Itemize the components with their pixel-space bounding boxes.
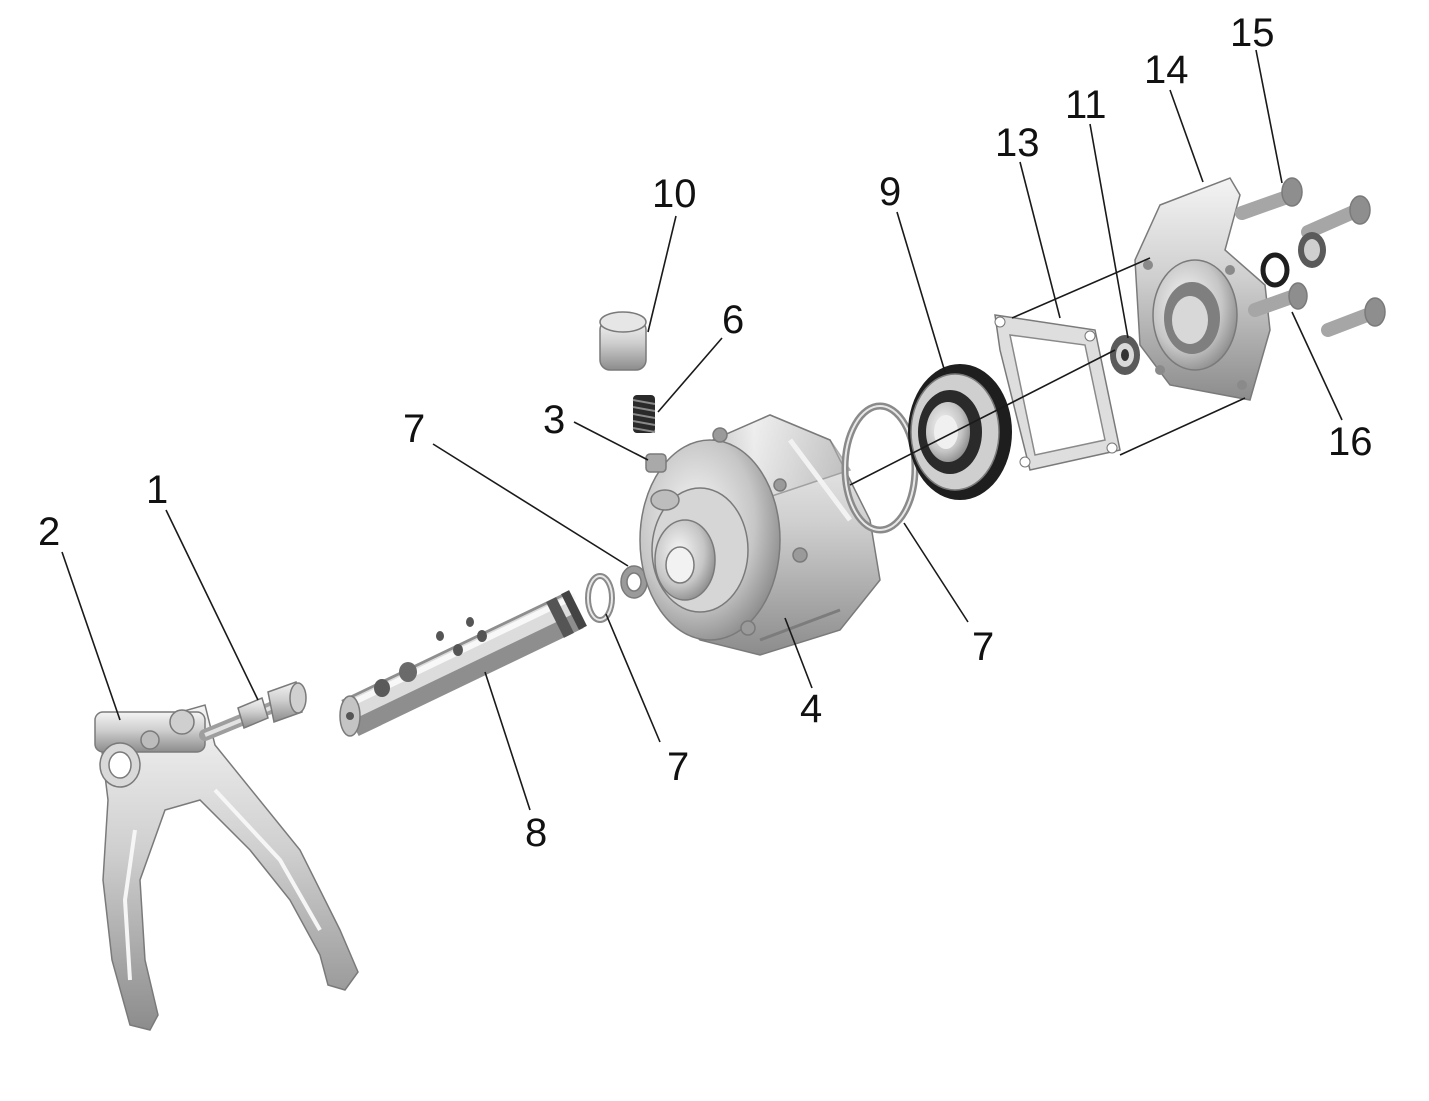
callout-13: 13 xyxy=(995,121,1040,165)
callout-9: 9 xyxy=(879,170,901,214)
leader-9 xyxy=(896,211,946,373)
leader-7c xyxy=(903,522,969,623)
leader-13 xyxy=(1019,161,1061,319)
detent-pin xyxy=(645,453,667,473)
callout-14: 14 xyxy=(1144,48,1189,92)
callout-labels: 1 2 3 4 6 7 7 7 8 9 10 11 13 14 15 16 xyxy=(38,11,1373,855)
o-ring-large xyxy=(841,402,919,534)
housing xyxy=(639,414,881,656)
spring xyxy=(632,395,656,433)
leader-7a xyxy=(432,443,629,567)
o-ring-cover xyxy=(1260,252,1290,288)
shift-rod xyxy=(339,590,587,737)
callout-7c: 7 xyxy=(972,625,994,669)
callout-7a: 7 xyxy=(403,407,425,451)
o-ring-small xyxy=(585,565,648,623)
callout-6: 6 xyxy=(722,298,744,342)
plug-cap xyxy=(599,311,647,371)
leader-14 xyxy=(1169,89,1204,183)
small-bearing xyxy=(1110,335,1140,375)
leader-3 xyxy=(573,421,649,461)
callout-2: 2 xyxy=(38,510,60,554)
gasket xyxy=(994,314,1121,471)
axis-line-lower xyxy=(1119,397,1246,456)
leader-6 xyxy=(657,337,723,413)
leader-7b xyxy=(605,613,661,743)
callout-15: 15 xyxy=(1230,11,1275,55)
shift-fork xyxy=(94,704,359,1031)
leader-lines xyxy=(61,49,1343,811)
callout-4: 4 xyxy=(800,687,822,731)
leader-10 xyxy=(647,215,677,333)
flange-bolts xyxy=(1235,177,1386,337)
callout-11: 11 xyxy=(1065,83,1107,127)
callout-1: 1 xyxy=(146,468,168,512)
washer-stack xyxy=(1298,232,1326,268)
callout-7b: 7 xyxy=(667,745,689,789)
leader-2 xyxy=(61,551,121,721)
callout-8: 8 xyxy=(525,811,547,855)
leader-4 xyxy=(784,617,813,689)
leader-15 xyxy=(1255,49,1283,184)
callout-10: 10 xyxy=(652,172,697,216)
leader-1 xyxy=(165,509,259,701)
callout-3: 3 xyxy=(543,398,565,442)
bearing-seal xyxy=(908,364,1012,500)
leader-16 xyxy=(1291,311,1343,421)
leader-8 xyxy=(484,671,531,811)
adjusting-bolt xyxy=(199,681,307,741)
callout-16: 16 xyxy=(1328,420,1373,464)
axis-line-center xyxy=(849,349,1116,486)
cover-flange xyxy=(1134,177,1271,401)
axis-line-upper xyxy=(1011,257,1151,319)
leader-11 xyxy=(1089,123,1129,339)
